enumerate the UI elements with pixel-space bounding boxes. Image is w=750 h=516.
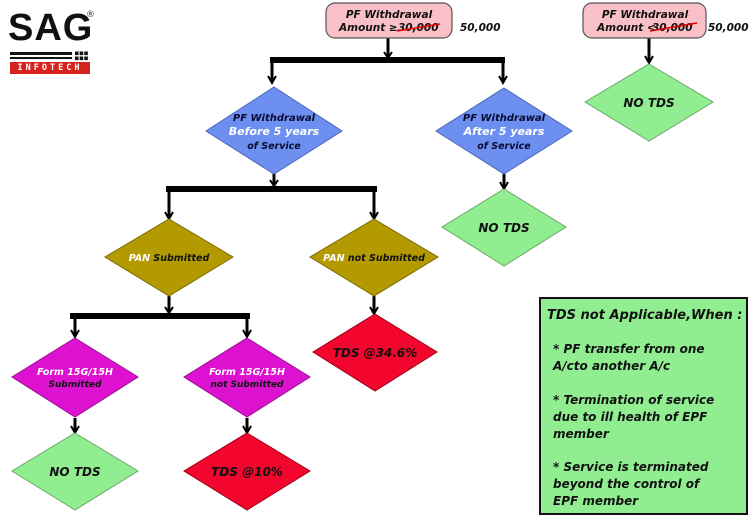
diamond-line: PF Withdrawal	[463, 113, 546, 124]
revised-amount: 50,000	[460, 22, 501, 34]
amount-box	[325, 2, 453, 39]
strike-line	[396, 23, 441, 32]
note-title: TDS not Applicable,When :	[547, 308, 743, 323]
decision-pan-submitted: PAN Submitted	[104, 218, 234, 297]
box-line1: PF Withdrawal	[346, 9, 433, 21]
diamond-label: PAN not Submitted	[323, 253, 425, 264]
diamond-line: Form 15G/15H	[209, 367, 285, 378]
box-prefix: Amount ≥	[338, 22, 398, 34]
diamond-line: TDS @34.6%	[333, 346, 418, 360]
diamond-line: NO TDS	[478, 221, 529, 235]
box-line1: PF Withdrawal	[602, 9, 689, 21]
logo-dots: ■■■■■■	[75, 50, 89, 62]
arrow-down-icon	[498, 75, 508, 86]
result-no-tds-small-amount: NO TDS	[584, 63, 714, 142]
diamond-line: NO TDS	[623, 96, 674, 110]
diamond-line: PF Withdrawal	[233, 113, 316, 124]
diamond	[183, 337, 311, 418]
logo-bar	[10, 57, 72, 59]
result-tds-10: TDS @10%	[183, 432, 311, 511]
diamond	[309, 218, 439, 297]
decision-amount-lt-threshold: PF Withdrawal Amount < 30,000	[582, 2, 707, 39]
diamond-line: Submitted	[49, 380, 103, 390]
arrow-down-icon	[644, 55, 654, 66]
logo-bar	[10, 52, 72, 55]
diamond-line: Before 5 years	[229, 125, 320, 138]
arrow-down-icon	[242, 329, 252, 340]
diamond-label: PAN Submitted	[129, 253, 210, 264]
diamond-line: NO TDS	[49, 465, 100, 479]
result-tds-34-6: TDS @34.6%	[312, 313, 438, 392]
diamond	[205, 86, 343, 175]
sag-infotech-logo: SAG ® ■■■■■■ INFOTECH	[8, 7, 95, 74]
decision-before-5-years: PF Withdrawal Before 5 years of Service	[205, 86, 343, 175]
pan-label: PAN	[129, 253, 150, 264]
diamond-line: Form 15G/15H	[37, 367, 113, 378]
diamond	[104, 218, 234, 297]
decision-amount-ge-threshold: PF Withdrawal Amount ≥ 30,000	[325, 2, 453, 39]
diamond-line: After 5 years	[463, 125, 545, 138]
diamond	[11, 337, 139, 418]
status-label: not Submitted	[345, 253, 426, 264]
logo-subtitle: INFOTECH	[10, 62, 90, 74]
decision-form-not-submitted: Form 15G/15H not Submitted	[183, 337, 311, 418]
strike-line	[649, 22, 698, 32]
logo-text: SAG	[8, 7, 94, 49]
diamond-line: of Service	[247, 141, 301, 152]
result-no-tds-after-5-years: NO TDS	[441, 188, 567, 267]
decision-after-5-years: PF Withdrawal After 5 years of Service	[435, 87, 573, 175]
diamond	[11, 432, 139, 511]
diamond	[584, 63, 714, 142]
note-item: * Termination of service due to ill heal…	[553, 393, 715, 441]
result-no-tds-form-submitted: NO TDS	[11, 432, 139, 511]
box-prefix: Amount <	[596, 22, 656, 34]
diamond	[183, 432, 311, 511]
diamond-line: TDS @10%	[211, 465, 283, 479]
decision-pan-not-submitted: PAN not Submitted	[309, 218, 439, 297]
note-item: * PF transfer from one A/cto another A/c	[553, 342, 705, 373]
diamond	[441, 188, 567, 267]
revised-amount: 50,000	[708, 22, 749, 34]
diamond-line: not Submitted	[211, 380, 285, 390]
status-label: Submitted	[150, 253, 209, 264]
diamond	[435, 87, 573, 175]
diamond	[312, 313, 438, 392]
registered-mark: ®	[86, 10, 95, 20]
amount-box	[582, 2, 707, 39]
decision-form-submitted: Form 15G/15H Submitted	[11, 337, 139, 418]
pan-label: PAN	[323, 253, 344, 264]
tds-not-applicable-note: TDS not Applicable,When : * PF transfer …	[539, 297, 748, 515]
note-item: * Service is terminated beyond the contr…	[553, 460, 709, 508]
diamond-line: of Service	[477, 141, 531, 152]
arrow-down-icon	[267, 75, 277, 86]
arrow-down-icon	[369, 306, 379, 317]
arrow-down-icon	[70, 329, 80, 340]
